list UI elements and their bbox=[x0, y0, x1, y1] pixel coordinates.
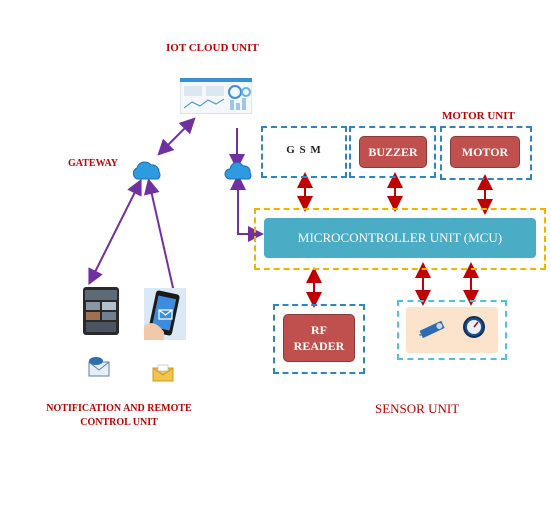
iot-cloud-unit-label: IOT CLOUD UNIT bbox=[166, 42, 259, 54]
arrow-gateway-phone1 bbox=[88, 178, 142, 286]
arrow-gateway2-mcu bbox=[230, 174, 264, 242]
rf-reader-line2: READER bbox=[293, 339, 345, 353]
cloud-icon-2 bbox=[224, 162, 254, 182]
notification-unit-line1: NOTIFICATION AND REMOTE bbox=[46, 403, 192, 414]
motor-box: MOTOR bbox=[450, 136, 520, 168]
sensor-module-icon bbox=[418, 319, 448, 339]
notification-unit-line2: CONTROL UNIT bbox=[80, 417, 158, 428]
sensor-unit bbox=[397, 300, 507, 360]
gsm-unit: G S M bbox=[261, 126, 347, 178]
arrow-gateway-cloud bbox=[157, 117, 196, 156]
rf-reader-box: RF READER bbox=[283, 314, 355, 362]
rf-reader-unit: RF READER bbox=[273, 304, 365, 374]
rf-reader-line1: RF bbox=[311, 323, 327, 337]
sensor-panel bbox=[406, 307, 498, 353]
mcu-box: MICROCONTROLLER UNIT (MCU) bbox=[264, 218, 536, 258]
buzzer-box: BUZZER bbox=[359, 136, 427, 168]
email-icon bbox=[86, 356, 112, 378]
gsm-label: G S M bbox=[286, 144, 322, 156]
gateway-label: GATEWAY bbox=[68, 158, 119, 169]
sensor-unit-label: SENSOR UNIT bbox=[375, 401, 460, 416]
motor-unit: MOTOR bbox=[440, 126, 532, 180]
dashboard-screenshot-icon bbox=[179, 77, 253, 115]
mcu-unit: MICROCONTROLLER UNIT (MCU) bbox=[254, 208, 546, 270]
smartphone-app-icon bbox=[82, 286, 120, 336]
cloud-icon bbox=[130, 160, 164, 182]
mail-envelope-icon bbox=[152, 364, 174, 382]
notification-unit-label: NOTIFICATION AND REMOTE CONTROL UNIT bbox=[34, 402, 204, 430]
motor-unit-label: MOTOR UNIT bbox=[442, 110, 515, 122]
gauge-icon bbox=[462, 315, 486, 339]
buzzer-unit: BUZZER bbox=[349, 126, 436, 178]
phone-email-icon bbox=[144, 288, 186, 340]
